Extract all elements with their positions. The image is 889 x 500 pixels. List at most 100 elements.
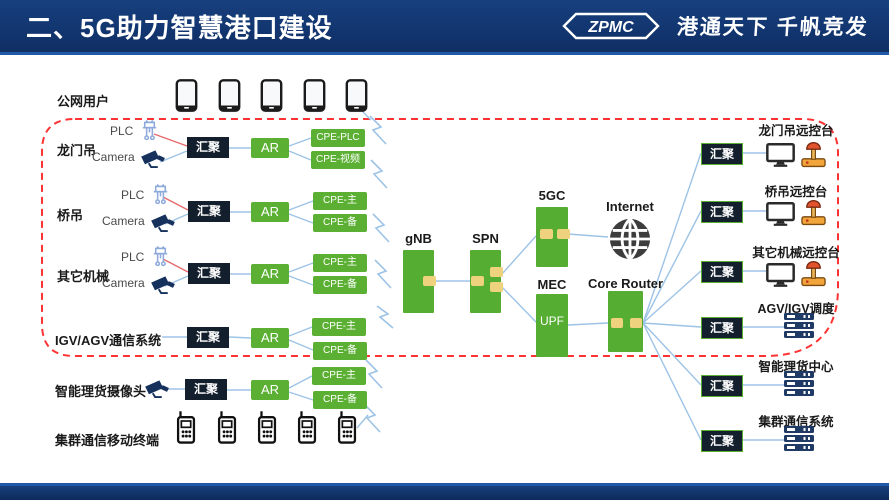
5gc-label: 5GC	[538, 188, 566, 203]
left-row-label: 桥吊	[57, 208, 84, 223]
plc-label: PLC	[110, 124, 134, 138]
plc-label: PLC	[121, 188, 145, 202]
slide-footer	[0, 483, 889, 500]
aggregation-box: 汇聚	[187, 137, 229, 158]
left-row-label: 智能理货摄像头	[55, 384, 147, 399]
plc-icon	[150, 246, 171, 269]
port	[557, 229, 570, 239]
internet-globe-icon	[608, 217, 652, 261]
cpe-box: CPE-备	[313, 276, 367, 294]
monitor-icon	[766, 202, 795, 227]
right-row-label: 桥吊远控台	[764, 185, 828, 199]
page-title: 二、5G助力智慧港口建设	[26, 12, 333, 43]
slide-header: 二、5G助力智慧港口建设 ZPMC 港通天下 千帆竞发	[0, 0, 889, 55]
feature-phone-icon	[257, 411, 278, 444]
ar-router-box: AR	[251, 202, 289, 222]
aggregation-box: 汇聚	[701, 261, 743, 283]
smartphone-icon	[260, 79, 283, 112]
left-row-label: 其它机械	[57, 269, 110, 284]
ar-router-box: AR	[251, 380, 289, 400]
plc-label: PLC	[121, 250, 145, 264]
cpe-box: CPE-备	[313, 214, 367, 232]
cctv-camera-icon	[151, 275, 176, 294]
joystick-icon	[801, 139, 826, 168]
port	[471, 276, 484, 286]
right-row-label: 智能理货中心	[758, 360, 834, 374]
upf-label: UPF	[540, 314, 564, 328]
joystick-icon	[801, 197, 826, 226]
gnb-label: gNB	[405, 231, 432, 246]
port	[490, 267, 503, 277]
spn-box	[470, 250, 503, 313]
gnb-box	[403, 250, 436, 313]
right-row-label: 其它机械远控台	[752, 246, 840, 260]
cpe-box: CPE-主	[313, 254, 367, 272]
server-stack-icon	[784, 313, 814, 338]
monitor-icon	[766, 263, 795, 288]
5gc-box	[536, 207, 570, 267]
smartphone-icon	[218, 79, 241, 112]
monitor-icon	[766, 143, 795, 168]
ar-router-box: AR	[251, 328, 289, 348]
port	[423, 276, 436, 286]
aggregation-box: 汇聚	[701, 317, 743, 339]
aggregation-box: 汇聚	[701, 375, 743, 397]
port	[630, 318, 642, 328]
cpe-box: CPE-备	[313, 342, 367, 360]
public-users-label: 公网用户	[57, 94, 110, 109]
ar-router-box: AR	[251, 264, 289, 284]
cctv-camera-icon	[141, 149, 166, 168]
plc-icon	[150, 184, 171, 207]
aggregation-box: 汇聚	[188, 263, 230, 284]
feature-phone-icon	[217, 411, 238, 444]
aggregation-box: 汇聚	[701, 201, 743, 223]
red-dashed-boundary	[41, 118, 839, 357]
left-row-label: 龙门吊	[57, 143, 97, 158]
smartphone-icon	[175, 79, 198, 112]
port	[611, 318, 623, 328]
trunking-terminal-label: 集群通信移动终端	[55, 433, 160, 448]
mec-label: MEC	[537, 277, 567, 292]
mec-upf-box: UPF	[536, 294, 568, 357]
aggregation-box: 汇聚	[185, 379, 227, 400]
cpe-box: CPE-主	[312, 367, 366, 385]
feature-phone-icon	[297, 411, 318, 444]
server-stack-icon	[784, 426, 814, 451]
aggregation-box: 汇聚	[187, 327, 229, 348]
ar-router-box: AR	[251, 138, 289, 158]
camera-label: Camera	[102, 214, 145, 228]
cpe-box: CPE-视频	[311, 151, 365, 169]
internet-label: Internet	[606, 199, 654, 214]
cctv-camera-icon	[145, 379, 170, 398]
zpmc-logo: ZPMC	[562, 12, 660, 40]
cpe-box: CPE-主	[312, 318, 366, 336]
aggregation-box: 汇聚	[701, 143, 743, 165]
aggregation-box: 汇聚	[188, 201, 230, 222]
wireless-link-bolts	[363, 115, 394, 433]
cpe-box: CPE-PLC	[311, 129, 365, 147]
camera-label: Camera	[92, 150, 135, 164]
spn-label: SPN	[472, 231, 499, 246]
port	[540, 229, 553, 239]
right-row-label: 龙门吊远控台	[758, 124, 834, 138]
feature-phone-icon	[176, 411, 197, 444]
cctv-camera-icon	[151, 213, 176, 232]
svg-text:ZPMC: ZPMC	[587, 19, 634, 36]
port	[490, 282, 503, 292]
cpe-box: CPE-主	[313, 192, 367, 210]
left-row-label: IGV/AGV通信系统	[55, 333, 162, 348]
plc-icon	[139, 120, 160, 143]
aggregation-box: 汇聚	[701, 430, 743, 452]
smartphone-icon	[345, 79, 368, 112]
server-stack-icon	[784, 371, 814, 396]
right-row-label: 集群通信系统	[758, 415, 834, 429]
joystick-icon	[801, 258, 826, 287]
brand-area: ZPMC 港通天下 千帆竞发	[561, 10, 870, 42]
core-router-box	[608, 291, 643, 352]
feature-phone-icon	[337, 411, 358, 444]
right-row-label: AGV/IGV调度	[757, 302, 835, 316]
camera-label: Camera	[102, 276, 145, 290]
smartphone-icon	[303, 79, 326, 112]
cpe-box: CPE-备	[313, 391, 367, 409]
